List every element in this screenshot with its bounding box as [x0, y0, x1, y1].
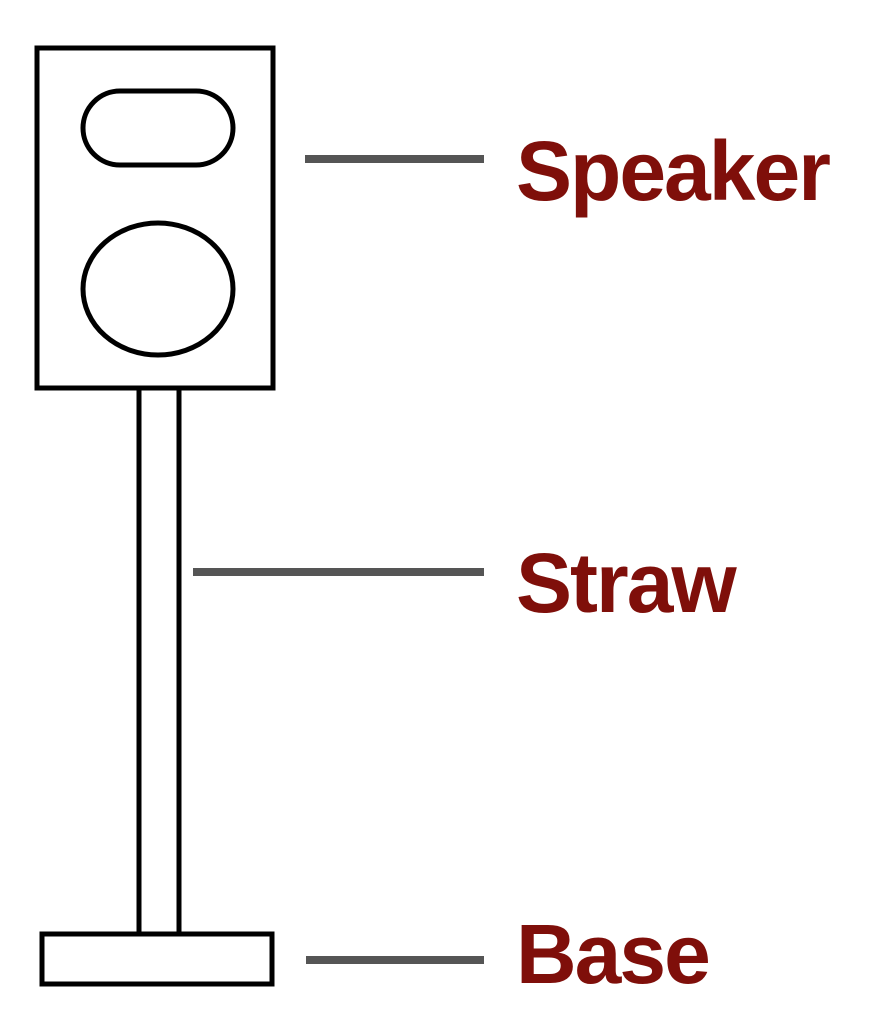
straw-tube: [136, 385, 182, 937]
base-plate: [39, 931, 275, 987]
woofer-circle: [80, 220, 236, 358]
base-label: Base: [516, 907, 709, 1001]
straw-label: Straw: [516, 536, 737, 630]
tweeter-slot: [80, 88, 236, 168]
speaker-label: Speaker: [516, 124, 830, 218]
speaker-assembly: [34, 45, 276, 391]
